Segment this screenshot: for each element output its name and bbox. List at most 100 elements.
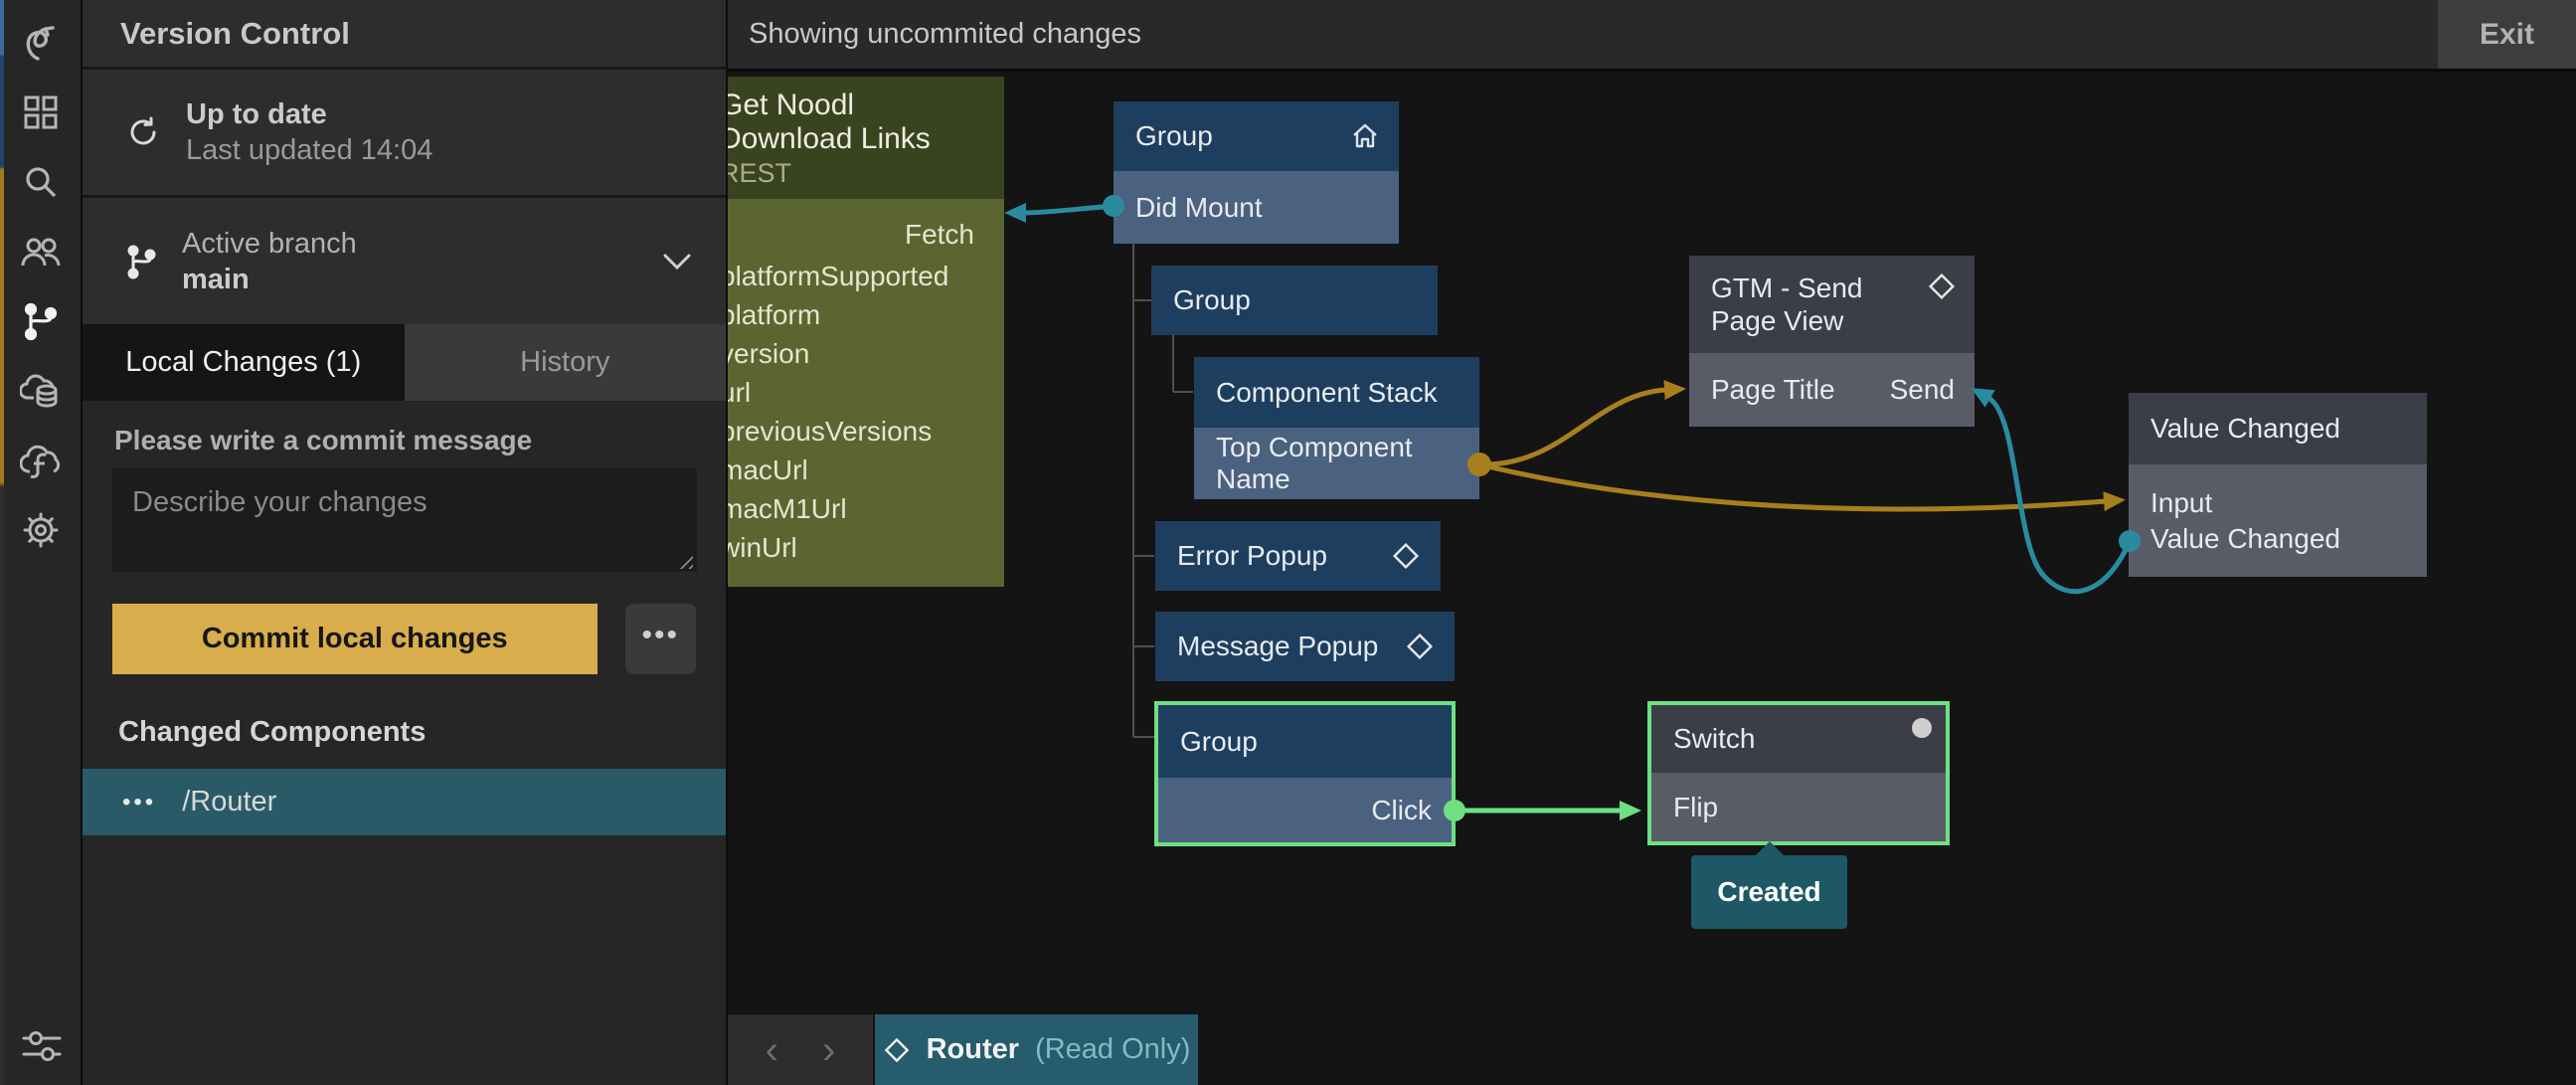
node-group-selected[interactable]: Group Click (1154, 701, 1456, 846)
component-diamond-icon (1928, 272, 1956, 300)
connection-wires (1004, 195, 2141, 821)
nav-forward-button[interactable]: › (822, 1027, 836, 1072)
created-tooltip-label: Created (1717, 876, 1821, 907)
node-error-popup[interactable]: Error Popup (1155, 521, 1441, 591)
changed-component-row[interactable]: ••• /Router (83, 769, 726, 835)
node-type-label: REST (728, 158, 792, 188)
panel-tabs: Local Changes (1) History (83, 324, 726, 401)
version-control-panel: Version Control Up to date Last updated … (83, 0, 728, 1085)
cloud-data-icon[interactable] (0, 356, 82, 426)
search-icon[interactable] (0, 147, 82, 217)
node-switch[interactable]: Switch Flip (1647, 701, 1950, 845)
cloud-functions-icon[interactable] (0, 426, 82, 495)
settings-gear-icon[interactable] (0, 495, 82, 565)
branch-name: main (182, 263, 250, 295)
port-page-title[interactable]: Page Title (1711, 374, 1835, 405)
component-nav-bar: ‹ › Router (Read Only) (728, 1014, 2576, 1085)
port-output[interactable]: url (728, 377, 752, 408)
node-title: Group (1180, 725, 1258, 757)
node-rest[interactable]: Get Noodl Download Links REST Fetch plat… (728, 77, 1004, 587)
component-diamond-icon (1392, 542, 1420, 570)
panel-title: Version Control (120, 15, 350, 51)
hierarchy-lines (1132, 244, 1193, 738)
sync-status-section[interactable]: Up to date Last updated 14:04 (83, 70, 726, 198)
main-area: Showing uncommited changes Exit (728, 0, 2576, 1085)
port-top-component-name[interactable]: Top Component Name (1216, 432, 1413, 494)
commit-area: Please write a commit message Commit loc… (83, 401, 726, 1085)
tab-local-changes[interactable]: Local Changes (1) (83, 324, 405, 401)
component-diamond-icon (1406, 633, 1434, 660)
home-icon (1353, 123, 1377, 148)
port-send[interactable]: Send (1889, 374, 1955, 405)
port-output[interactable]: previousVersions (728, 416, 933, 447)
commit-message-input[interactable] (112, 468, 697, 572)
sync-last-updated: Last updated 14:04 (186, 134, 433, 166)
sync-status: Up to date (186, 98, 327, 130)
component-diamond-icon (884, 1037, 909, 1062)
row-menu-icon[interactable]: ••• (122, 788, 157, 815)
node-group-root[interactable]: Group Did Mount (1114, 101, 1399, 244)
port-click[interactable]: Click (1371, 794, 1432, 825)
branch-label: Active branch (182, 227, 357, 260)
window-accent-strip (0, 0, 4, 1085)
component-tab-label: Router (926, 1033, 1020, 1065)
exit-button[interactable]: Exit (2438, 0, 2576, 69)
node-title: Switch (1673, 723, 1756, 754)
read-only-badge: (Read Only) (1035, 1033, 1191, 1065)
node-title: Get Noodl Download Links (728, 89, 931, 155)
node-title: Group (1173, 284, 1251, 315)
wire-topcomponent-to-input (1478, 461, 2126, 512)
port-output[interactable]: winUrl (728, 532, 797, 563)
panel-header: Version Control (83, 0, 726, 70)
collaboration-users-icon[interactable] (0, 217, 82, 286)
port-flip[interactable]: Flip (1673, 791, 1719, 822)
tab-history[interactable]: History (404, 324, 726, 401)
port-output[interactable]: macUrl (728, 454, 808, 485)
node-rest-ports: Fetch platformSupported platform version… (728, 199, 1004, 587)
noodl-logo-icon[interactable] (0, 8, 82, 78)
changed-component-name: /Router (182, 786, 277, 817)
node-graph-canvas[interactable]: Get Noodl Download Links REST Fetch plat… (728, 72, 2576, 1085)
node-gtm-send-page-view[interactable]: GTM - Send Page View Page Title Send (1689, 256, 1975, 427)
components-grid-icon[interactable] (0, 78, 82, 147)
component-tab-router[interactable]: Router (Read Only) (875, 1014, 1198, 1085)
port-input[interactable]: Input (2150, 486, 2213, 518)
node-title: GTM - Send Page View (1711, 272, 1863, 336)
node-title: Group (1135, 120, 1213, 151)
node-group-child[interactable]: Group (1151, 266, 1438, 335)
wire-topcomponent-to-pagetitle (1478, 380, 1686, 467)
icon-sidebar (0, 0, 83, 1085)
port-value-changed[interactable]: Value Changed (2150, 522, 2340, 554)
port-did-mount[interactable]: Did Mount (1135, 191, 1263, 223)
port-output[interactable]: version (728, 338, 810, 369)
node-message-popup[interactable]: Message Popup (1155, 612, 1455, 681)
uncommitted-status-text: Showing uncommited changes (749, 18, 1141, 50)
wire-valuechanged-to-send (1971, 388, 2133, 595)
nav-history-buttons: ‹ › (728, 1014, 873, 1085)
wire-didmount-to-fetch (1004, 202, 1115, 223)
branch-icon (127, 245, 156, 278)
created-tooltip: Created (1691, 855, 1847, 929)
canvas-topbar: Showing uncommited changes Exit (728, 0, 2576, 72)
port-output[interactable]: platformSupported (728, 261, 949, 291)
refresh-icon[interactable] (126, 115, 160, 149)
changed-components-header: Changed Components (118, 716, 427, 748)
version-control-branch-icon[interactable] (0, 286, 82, 356)
editor-settings-sliders-icon[interactable] (0, 1011, 83, 1081)
commit-button[interactable]: Commit local changes (112, 604, 598, 674)
node-component-stack[interactable]: Component Stack Top Component Name (1194, 357, 1479, 499)
node-title: Message Popup (1177, 631, 1379, 661)
node-status-dot (1912, 718, 1932, 738)
commit-more-button[interactable]: ••• (624, 604, 696, 674)
node-value-changed[interactable]: Value Changed Input Value Changed (2129, 393, 2427, 577)
node-title: Error Popup (1177, 540, 1327, 571)
node-title: Value Changed (2150, 413, 2340, 444)
port-fetch[interactable]: Fetch (904, 219, 974, 250)
port-output[interactable]: macM1Url (728, 493, 847, 524)
nav-back-button[interactable]: ‹ (765, 1027, 778, 1072)
port-output[interactable]: platform (728, 299, 821, 330)
commit-message-label: Please write a commit message (114, 425, 533, 455)
chevron-down-icon[interactable] (662, 253, 692, 271)
active-branch-section[interactable]: Active branch main (83, 198, 726, 324)
